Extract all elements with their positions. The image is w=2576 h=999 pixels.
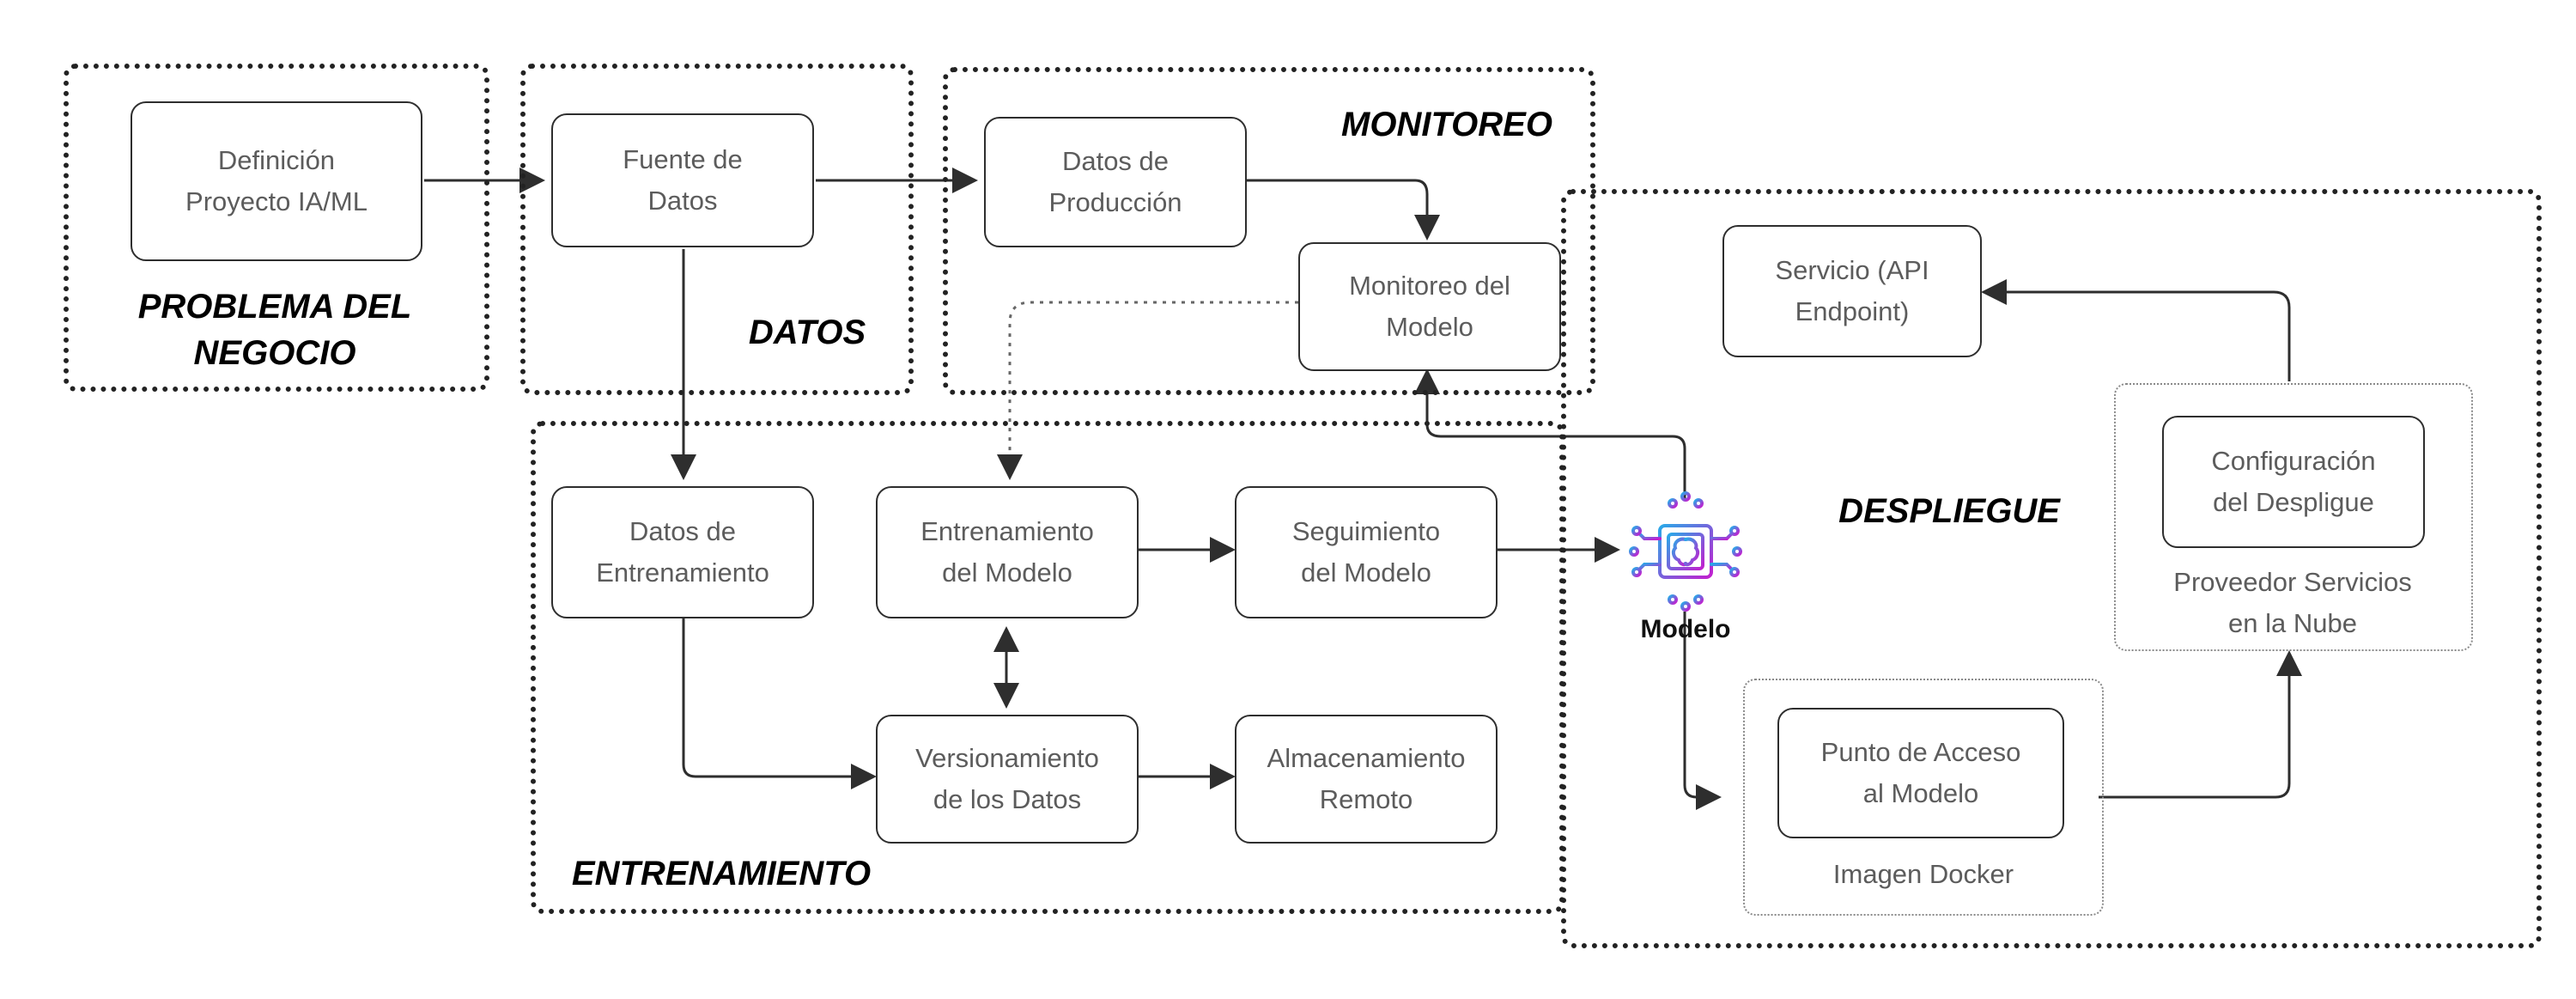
zone-title-despliegue: DESPLIEGUE — [1838, 492, 2060, 530]
arrow-monitoreo-entrenamiento-dotted — [997, 301, 1298, 480]
node-versionamiento-datos: Versionamiento de los Datos — [876, 715, 1139, 844]
node-servicio-api-label: Servicio (API Endpoint) — [1775, 255, 1929, 326]
node-datos-produccion: Datos de Producción — [984, 117, 1247, 247]
node-entrenamiento-modelo-label: Entrenamiento del Modelo — [920, 516, 1094, 588]
node-versionamiento-datos-label: Versionamiento de los Datos — [915, 743, 1099, 814]
arrow-modelo-docker — [1683, 612, 1722, 810]
node-datos-entrenamiento-label: Datos de Entrenamiento — [596, 516, 769, 588]
node-servicio-api: Servicio (API Endpoint) — [1722, 225, 1982, 357]
node-punto-acceso-label: Punto de Acceso al Modelo — [1820, 737, 2021, 808]
node-almacenamiento-remoto: Almacenamiento Remoto — [1235, 715, 1498, 844]
node-datos-entrenamiento: Datos de Entrenamiento — [551, 486, 814, 618]
arrow-modelo-monitoreo — [1414, 369, 1686, 498]
zone-despliegue — [1561, 189, 2542, 948]
zone-problema-negocio — [64, 64, 489, 392]
container-imagen-docker — [1743, 679, 2104, 916]
node-configuracion-despliegue-label: Configuración del Despligue — [2211, 446, 2376, 517]
zone-monitoreo — [943, 67, 1595, 395]
zone-title-problema: PROBLEMA DEL NEGOCIO — [137, 288, 412, 372]
node-definicion-proyecto-label: Definición Proyecto IA/ML — [185, 145, 368, 216]
arrow-docker-proveedor — [2099, 650, 2302, 799]
node-almacenamiento-remoto-label: Almacenamiento Remoto — [1267, 743, 1466, 814]
zone-title-entrenamiento: ENTRENAMIENTO — [571, 855, 872, 892]
node-configuracion-despliegue: Configuración del Despligue — [2162, 416, 2425, 548]
node-monitoreo-modelo-label: Monitoreo del Modelo — [1349, 271, 1510, 342]
node-punto-acceso: Punto de Acceso al Modelo — [1777, 708, 2064, 838]
node-seguimiento-modelo-label: Seguimiento del Modelo — [1291, 516, 1441, 588]
node-fuente-datos-label: Fuente de Datos — [623, 144, 743, 216]
model-label: Modelo — [1640, 615, 1731, 643]
node-entrenamiento-modelo: Entrenamiento del Modelo — [876, 486, 1139, 618]
ai-chip-brain-icon — [1629, 491, 1742, 612]
node-monitoreo-modelo: Monitoreo del Modelo — [1298, 242, 1561, 371]
node-seguimiento-modelo: Seguimiento del Modelo — [1235, 486, 1498, 618]
node-datos-produccion-label: Datos de Producción — [1048, 146, 1182, 217]
node-fuente-datos: Fuente de Datos — [551, 113, 814, 247]
arrow-produccion-monitoreo — [1247, 179, 1440, 241]
arrow-datosentrenamiento-versionamiento — [682, 618, 877, 789]
caption-proveedor-nube: Proveedor Servicios en la Nube — [2173, 567, 2412, 638]
caption-imagen-docker: Imagen Docker — [1832, 859, 2014, 889]
zone-title-datos: DATOS — [748, 314, 866, 351]
node-definicion-proyecto: Definición Proyecto IA/ML — [131, 101, 422, 261]
container-proveedor-nube — [2114, 383, 2473, 651]
arrow-proveedor-servicio — [1981, 279, 2291, 381]
zone-title-monitoreo: MONITOREO — [1341, 106, 1552, 143]
zone-datos — [520, 64, 914, 395]
